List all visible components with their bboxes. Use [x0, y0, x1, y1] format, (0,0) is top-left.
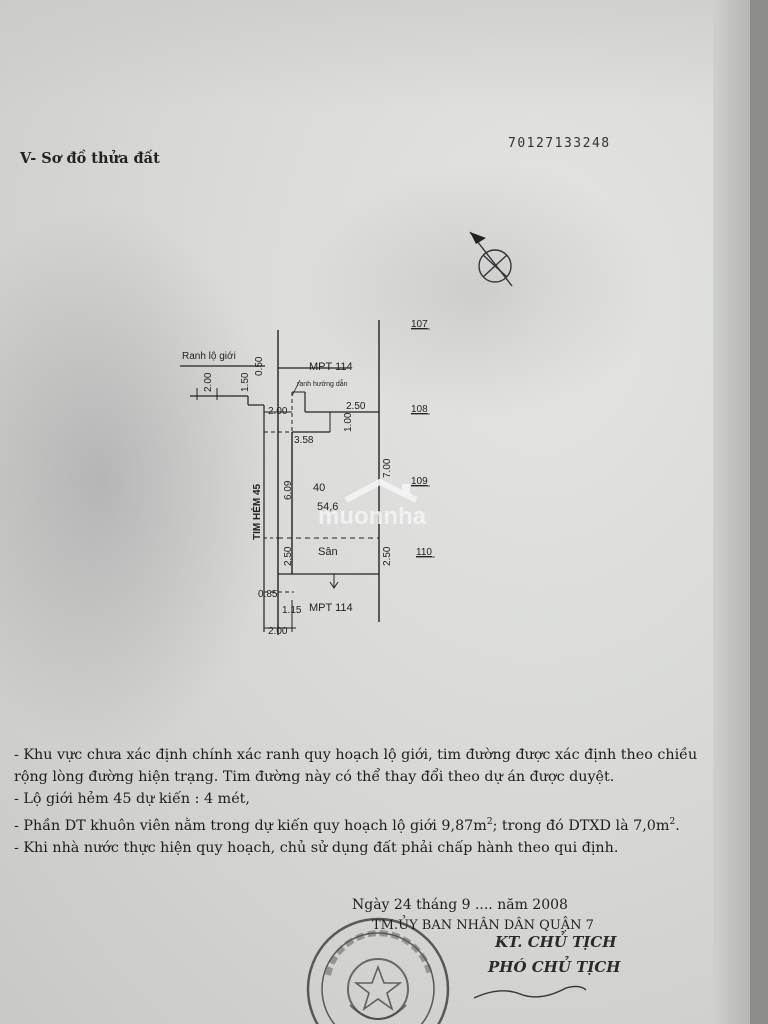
ranh-huong-dan-label: ranh hướng dẫn [297, 379, 348, 388]
dim-7-00: 7.00 [382, 458, 393, 478]
dim-1-00: 1.00 [343, 412, 354, 432]
parcel-107: 107 [411, 319, 428, 330]
dim-3-58: 3.58 [294, 435, 314, 446]
signature-position: PHÓ CHỦ TỊCH [488, 958, 621, 976]
dim-6-09: 6.09 [283, 480, 294, 500]
official-seal [306, 917, 450, 1024]
document-code: 70127133248 [508, 136, 611, 151]
notes-block: - Khu vực chưa xác định chính xác ranh q… [14, 744, 734, 859]
watermark-text: muonnha [318, 503, 427, 530]
dim-2-50-right: 2.50 [382, 546, 393, 566]
san-label: Sân [318, 546, 338, 558]
parcel-109: 109 [411, 476, 428, 487]
signature-kt-title: KT. CHỦ TỊCH [495, 933, 617, 951]
street-label: TIM HẺM 45 [250, 483, 263, 540]
dim-1-15: 1.15 [282, 605, 302, 616]
handwritten-signature [473, 985, 587, 999]
watermark-logo: muonnha [318, 478, 427, 530]
note-2: - Lộ giới hẻm 45 dự kiến : 4 mét, [14, 791, 250, 808]
dim-2-00-bottom: 2.00 [268, 626, 288, 637]
signature-org: TM.ỦY BAN NHÂN DÂN QUẬN 7 [372, 918, 594, 933]
parcel-108: 108 [411, 404, 428, 415]
mpt-bottom-label: MPT 114 [309, 602, 353, 614]
note-3: - Phần DT khuôn viên nằm trong dự kiến q… [14, 816, 680, 834]
page-edge-dark [750, 0, 768, 1024]
signature-date: Ngày 24 tháng 9 .... năm 2008 [352, 897, 568, 913]
dim-2-00-left: 2.00 [203, 372, 214, 392]
section-title: V- Sơ đồ thửa đất [20, 150, 160, 167]
dim-1-50: 1.50 [240, 372, 251, 392]
dim-0-85: 0.85 [258, 589, 278, 600]
dim-0-50: 0.50 [254, 356, 265, 376]
note-4: - Khi nhà nước thực hiện quy hoạch, chủ … [14, 839, 619, 856]
dim-2-50-top: 2.50 [346, 401, 366, 412]
dim-2-00-mid: 2.00 [268, 406, 288, 417]
note-1: - Khu vực chưa xác định chính xác ranh q… [14, 747, 698, 786]
dim-2-50-left: 2.50 [283, 546, 294, 566]
area-code: 40 [313, 482, 325, 494]
parcel-110: 110 [416, 547, 432, 558]
parcel-plan: Ranh lộ giới MPT 114 ranh hướng dẫn 0.50… [180, 319, 435, 637]
area-value: 54,6 [317, 501, 338, 513]
north-arrow-icon [469, 231, 513, 287]
mpt-top-label: MPT 114 [309, 361, 353, 373]
ranh-lo-gioi-label: Ranh lộ giới [182, 351, 236, 362]
